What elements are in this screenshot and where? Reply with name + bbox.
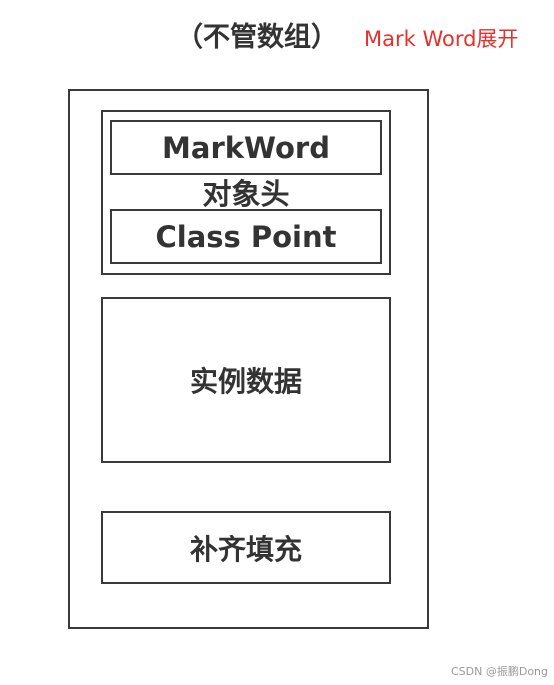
diagram-title: （不管数组） (176, 22, 338, 53)
padding-box: 补齐填充 (101, 511, 391, 584)
watermark: CSDN @振鹏Dong (450, 665, 548, 678)
object-header-label: 对象头 (202, 177, 290, 211)
object-header-box (101, 110, 391, 275)
class-point-box: Class Point (110, 209, 382, 264)
object-layout-box (68, 89, 429, 629)
annotation-note: Mark Word展开 (364, 27, 519, 51)
instance-data-box: 实例数据 (101, 297, 391, 463)
mark-word-box: MarkWord (110, 120, 382, 175)
